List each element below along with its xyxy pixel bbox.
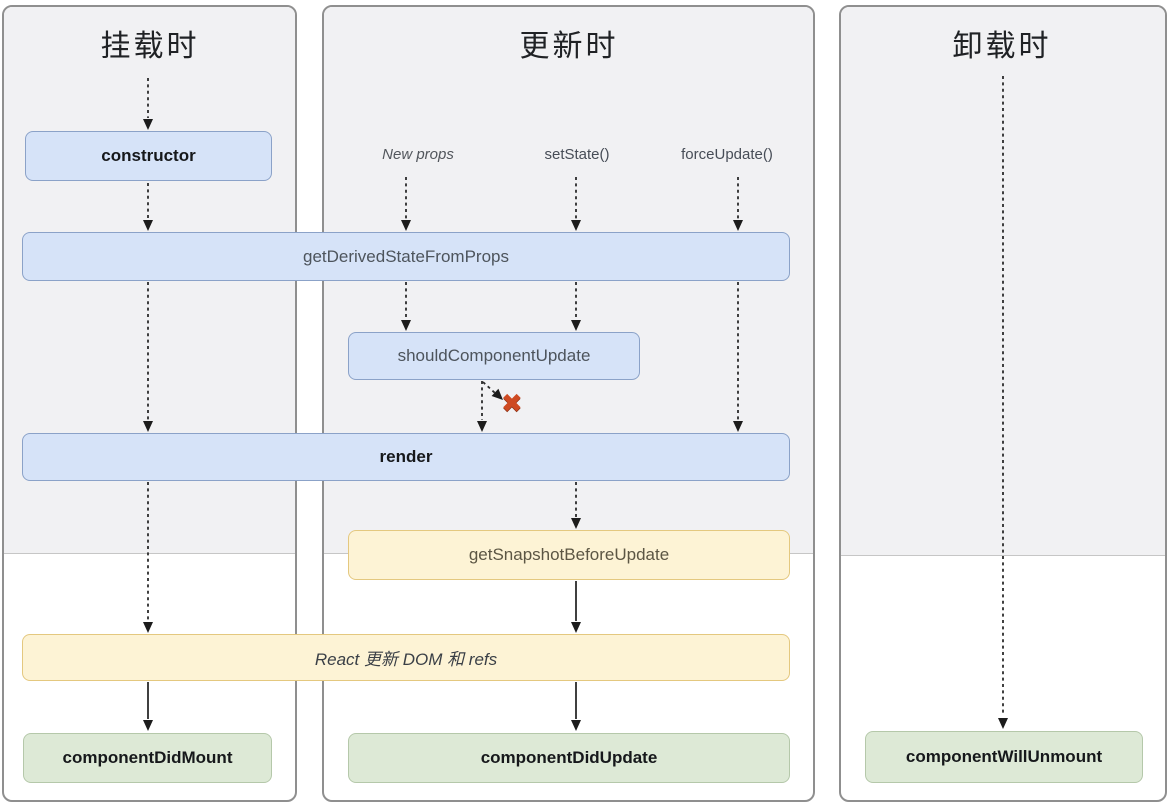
new-props-label: New props [382,146,454,163]
updating-title: 更新时 [519,30,619,63]
setstate-label: setState() [544,146,610,163]
cancel-x-icon: ✖ [501,388,523,418]
arrow-heads [143,119,1008,731]
component-did-mount-box: componentDidMount [23,733,272,783]
unmounting-title: 卸载时 [952,30,1052,63]
get-derived-state-from-props-box: getDerivedStateFromProps [22,232,790,281]
unmounting-column-panel [839,5,1167,802]
react-updates-dom-box: React 更新 DOM 和 refs [22,634,790,681]
component-did-update-box: componentDidUpdate [348,733,790,783]
mounting-title: 挂载时 [100,30,200,63]
forceupdate-label: forceUpdate() [681,146,773,163]
should-component-update-box: shouldComponentUpdate [348,332,640,380]
get-snapshot-before-update-box: getSnapshotBeforeUpdate [348,530,790,580]
component-will-unmount-box: componentWillUnmount [865,731,1143,783]
render-box: render [22,433,790,481]
constructor-box: constructor [25,131,272,181]
arrow-scu-false-branch [482,381,496,394]
